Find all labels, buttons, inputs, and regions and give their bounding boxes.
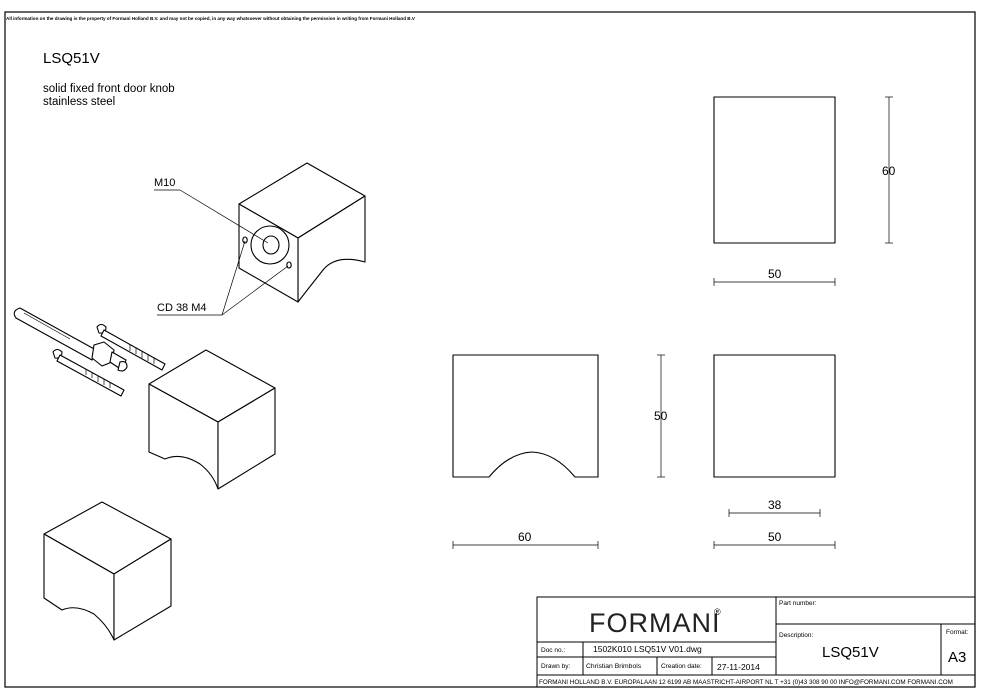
creation-date-label: Creation date:	[661, 663, 702, 670]
brand-logo: FORMANI	[589, 608, 721, 638]
drawn-by-label: Drawn by:	[541, 663, 570, 670]
doc-no-value: 1502K010 LSQ51V V01.dwg	[593, 644, 702, 654]
dim-label-50-vertical: 50	[654, 409, 668, 423]
title-block	[536, 596, 976, 688]
description-label: Description:	[779, 632, 814, 639]
dim-front-view-height	[657, 354, 665, 478]
creation-date-value: 27-11-2014	[717, 662, 760, 672]
thread-callout: M10	[154, 177, 175, 189]
m10-leader-angle	[179, 189, 269, 244]
doc-no-label: Doc no.:	[541, 647, 565, 654]
dim-label-60-bottom: 60	[518, 530, 532, 544]
product-description: solid fixed front door knob	[43, 83, 175, 95]
model-heading: LSQ51V	[43, 50, 100, 67]
isometric-knob-side	[43, 501, 172, 641]
isometric-knob-front	[148, 349, 276, 490]
side-view	[713, 354, 836, 478]
isometric-knob-back	[238, 162, 366, 303]
format-value: A3	[948, 649, 966, 666]
dim-label-60-vertical: 60	[882, 164, 896, 178]
dim-side-view-width	[713, 541, 836, 549]
dim-top-view-height	[885, 96, 893, 244]
dim-label-50-side: 50	[768, 530, 782, 544]
screw-callout: CD 38 M4	[157, 302, 207, 314]
drawn-by-value: Christian Brimbols	[586, 663, 642, 670]
screw-leader-b	[221, 265, 289, 316]
dim-top-view-width	[713, 278, 836, 286]
part-number-label: Part number:	[779, 600, 817, 607]
screw-leader-a	[221, 240, 246, 316]
dim-front-view-width	[452, 541, 599, 549]
copyright-disclaimer: All information on the drawing is the pr…	[6, 16, 416, 21]
dim-label-38: 38	[768, 498, 782, 512]
drawing-border	[4, 11, 976, 688]
brand-registered-mark: ®	[714, 607, 721, 617]
dim-side-view-inner	[728, 509, 821, 517]
format-label: Format:	[946, 629, 969, 636]
spindle-and-screws	[13, 307, 166, 397]
front-view	[452, 354, 599, 478]
dim-label-50-top: 50	[768, 267, 782, 281]
description-value: LSQ51V	[822, 644, 879, 661]
product-material: stainless steel	[43, 96, 115, 108]
top-view	[713, 96, 836, 244]
company-footer: FORMANI HOLLAND B.V. EUROPALAAN 12 6199 …	[539, 679, 953, 686]
